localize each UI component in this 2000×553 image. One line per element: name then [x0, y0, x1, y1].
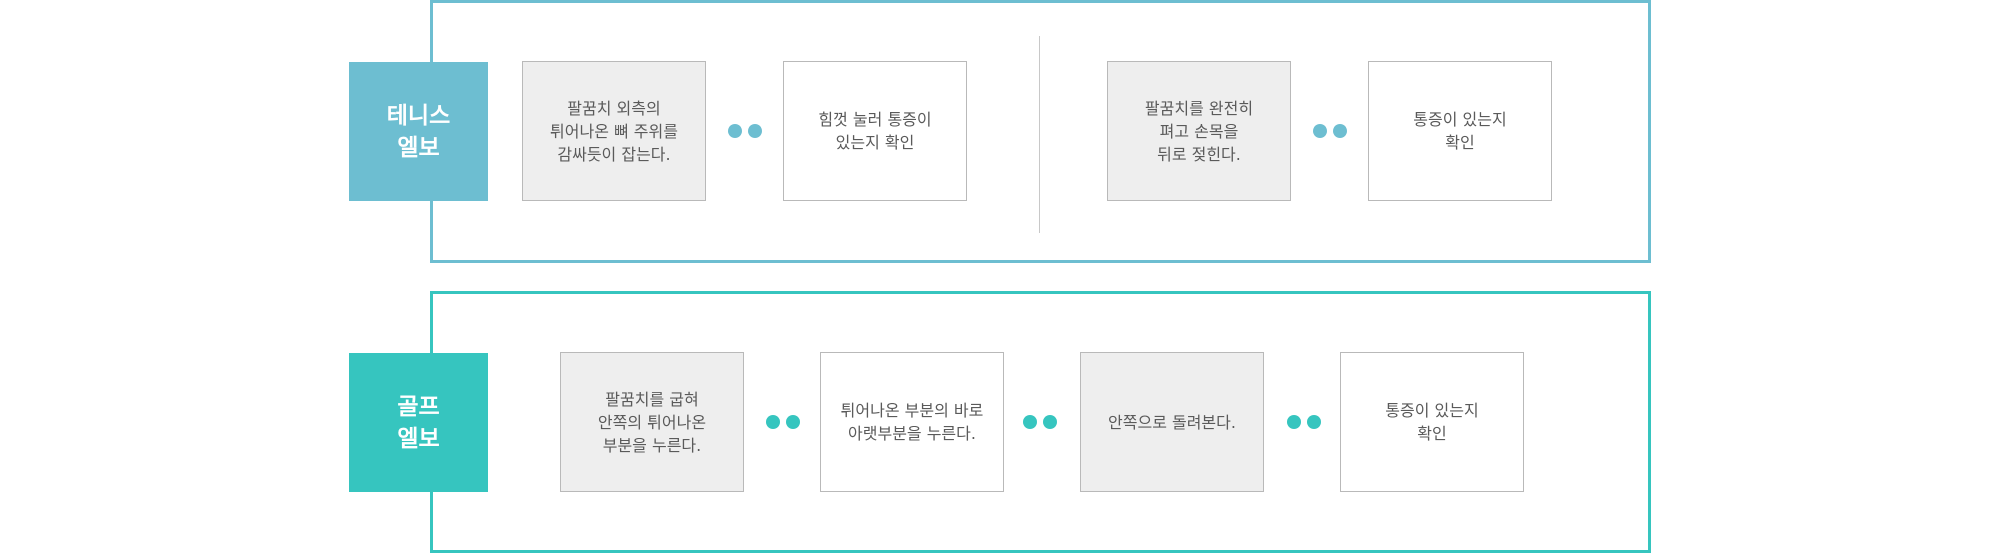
golf-elbow-label: 골프 엘보 [349, 353, 488, 492]
tennis-step-1: 팔꿈치 외측의 튀어나온 뼈 주위를 감싸듯이 잡는다. [522, 61, 706, 201]
connector-dot [728, 124, 742, 138]
connector-dot [1043, 415, 1057, 429]
tennis-connector-1 [728, 124, 762, 138]
connector-dot [786, 415, 800, 429]
golf-step-3: 안쪽으로 돌려본다. [1080, 352, 1264, 492]
connector-dot [1287, 415, 1301, 429]
golf-connector-1 [766, 415, 800, 429]
tennis-step-2: 힘껏 눌러 통증이 있는지 확인 [783, 61, 967, 201]
golf-step-1: 팔꿈치를 굽혀 안쪽의 튀어나온 부분을 누른다. [560, 352, 744, 492]
tennis-elbow-label: 테니스 엘보 [349, 62, 488, 201]
golf-connector-2 [1023, 415, 1057, 429]
golf-connector-3 [1287, 415, 1321, 429]
connector-dot [766, 415, 780, 429]
tennis-step-4: 통증이 있는지 확인 [1368, 61, 1552, 201]
golf-step-4: 통증이 있는지 확인 [1340, 352, 1524, 492]
connector-dot [1313, 124, 1327, 138]
connector-dot [748, 124, 762, 138]
golf-step-2: 튀어나온 부분의 바로 아랫부분을 누른다. [820, 352, 1004, 492]
tennis-step-3: 팔꿈치를 완전히 펴고 손목을 뒤로 젖힌다. [1107, 61, 1291, 201]
tennis-connector-2 [1313, 124, 1347, 138]
connector-dot [1023, 415, 1037, 429]
connector-dot [1333, 124, 1347, 138]
section-divider [1039, 36, 1040, 233]
connector-dot [1307, 415, 1321, 429]
